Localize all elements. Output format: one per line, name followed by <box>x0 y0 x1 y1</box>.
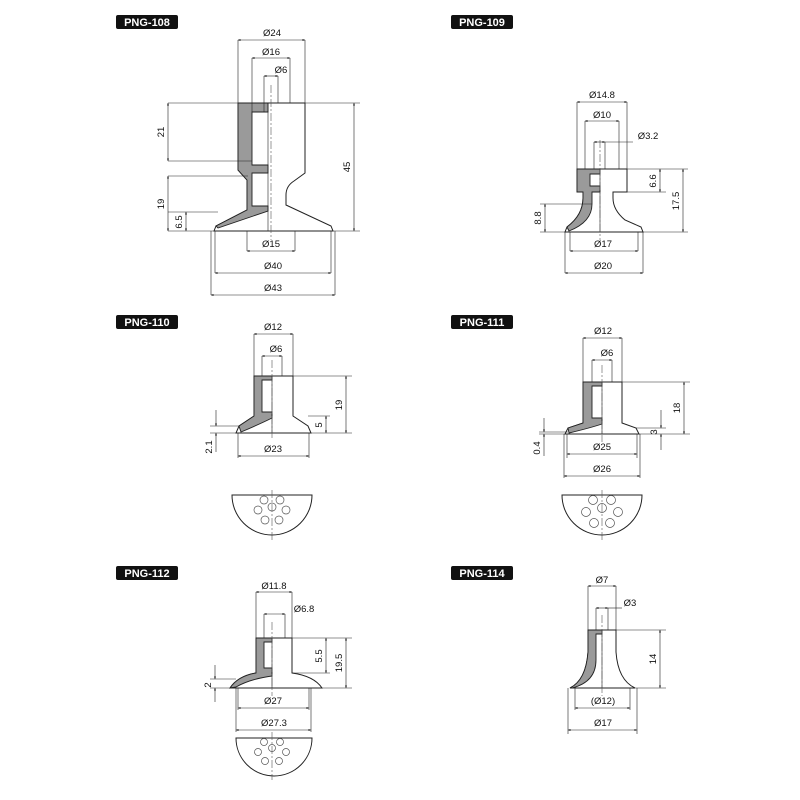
dim-neck-diameter: Ø15 <box>262 239 280 250</box>
dimension-lines <box>567 584 666 734</box>
svg-text:PNG-108: PNG-108 <box>124 17 170 29</box>
dim-top-diameter: Ø7 <box>596 575 609 586</box>
dimension-lines <box>166 38 360 297</box>
dim-cup-diameter: Ø27 <box>264 696 282 707</box>
dim-total-height: 17.5 <box>671 192 682 211</box>
dim-total-height: 19.5 <box>334 654 345 673</box>
part-png-112: PNG-112 <box>116 566 352 780</box>
dim-lip-height: 2.1 <box>204 440 215 453</box>
dim-bore-diameter: Ø3 <box>624 598 637 609</box>
dim-outer-diameter: Ø17 <box>594 718 612 729</box>
svg-text:PNG-109: PNG-109 <box>459 17 505 29</box>
dim-flange-height: 6.6 <box>648 174 659 187</box>
dim-mid-diameter: Ø10 <box>593 110 611 121</box>
bottom-view <box>231 490 313 540</box>
cross-section-view <box>213 85 334 240</box>
model-tag: PNG-108 <box>116 15 178 29</box>
svg-text:PNG-110: PNG-110 <box>124 317 169 329</box>
dim-cup-height: 5 <box>314 422 325 427</box>
cross-section-view <box>569 615 636 696</box>
dimension-lines <box>539 336 690 478</box>
dim-total-height: 14 <box>648 654 659 665</box>
bottom-view <box>235 732 313 780</box>
dim-top-diameter: Ø12 <box>264 322 282 333</box>
dim-outer-diameter: Ø20 <box>594 261 612 272</box>
dim-top-diameter: Ø24 <box>263 28 281 39</box>
cross-section-view <box>564 140 644 240</box>
dim-body-height: 8.8 <box>533 211 544 224</box>
dim-outer-diameter: Ø26 <box>593 464 611 475</box>
dim-total-height: 45 <box>342 162 353 173</box>
dim-lip-height: 0.4 <box>532 441 543 454</box>
svg-text:PNG-114: PNG-114 <box>459 568 505 580</box>
bottom-view <box>561 490 643 540</box>
dim-cup-diameter: Ø40 <box>264 261 282 272</box>
dim-bore-diameter: Ø6 <box>270 344 283 355</box>
dim-mid-diameter: Ø16 <box>262 47 280 58</box>
dim-bore-diameter: Ø6.8 <box>294 604 315 615</box>
dim-top-diameter: Ø11.8 <box>261 581 286 592</box>
dim-lip-height: 2 <box>203 682 214 687</box>
dim-cup-diameter: Ø17 <box>594 239 612 250</box>
dimension-lines <box>540 100 688 275</box>
part-png-111: PNG-111 <box>451 315 690 540</box>
dim-cup-diameter: Ø23 <box>264 444 282 455</box>
cross-section-view <box>229 622 323 696</box>
dim-upper-height: 21 <box>156 127 167 138</box>
dim-lower-height: 19 <box>156 199 167 210</box>
cross-section-view <box>564 365 640 442</box>
model-tag: PNG-110 <box>116 315 178 329</box>
dim-bore-diameter: Ø6 <box>601 348 614 359</box>
part-png-114: PNG-114 Ø7 Ø3 14 (Ø <box>451 566 666 734</box>
dimension-lines <box>210 332 352 458</box>
part-png-110: PNG-110 <box>116 315 352 540</box>
dim-cup-diameter: (Ø12) <box>591 696 615 707</box>
cross-section-view <box>235 360 312 440</box>
dim-bore-diameter: Ø3.2 <box>638 131 659 142</box>
dim-top-diameter: Ø14.8 <box>589 90 615 101</box>
model-tag: PNG-114 <box>451 566 513 580</box>
dim-lip-height: 6.5 <box>174 215 185 228</box>
dim-total-height: 19 <box>334 400 345 411</box>
dimension-lines <box>210 590 352 732</box>
dim-cup-height: 3 <box>649 429 660 434</box>
part-png-108: PNG-108 <box>116 15 360 297</box>
dim-bore-diameter: Ø6 <box>275 65 288 76</box>
dim-outer-diameter: Ø27.3 <box>261 718 287 729</box>
model-tag: PNG-111 <box>451 315 513 329</box>
dim-total-height: 18 <box>672 403 683 414</box>
svg-text:PNG-112: PNG-112 <box>124 568 169 580</box>
dim-top-diameter: Ø12 <box>594 326 612 337</box>
model-tag: PNG-109 <box>451 15 513 29</box>
dim-body-height: 5.5 <box>314 649 325 662</box>
dim-cup-diameter: Ø25 <box>593 442 611 453</box>
svg-text:PNG-111: PNG-111 <box>460 317 505 329</box>
part-png-109: PNG-109 <box>451 15 688 275</box>
dim-outer-diameter: Ø43 <box>264 283 282 294</box>
model-tag: PNG-112 <box>116 566 178 580</box>
